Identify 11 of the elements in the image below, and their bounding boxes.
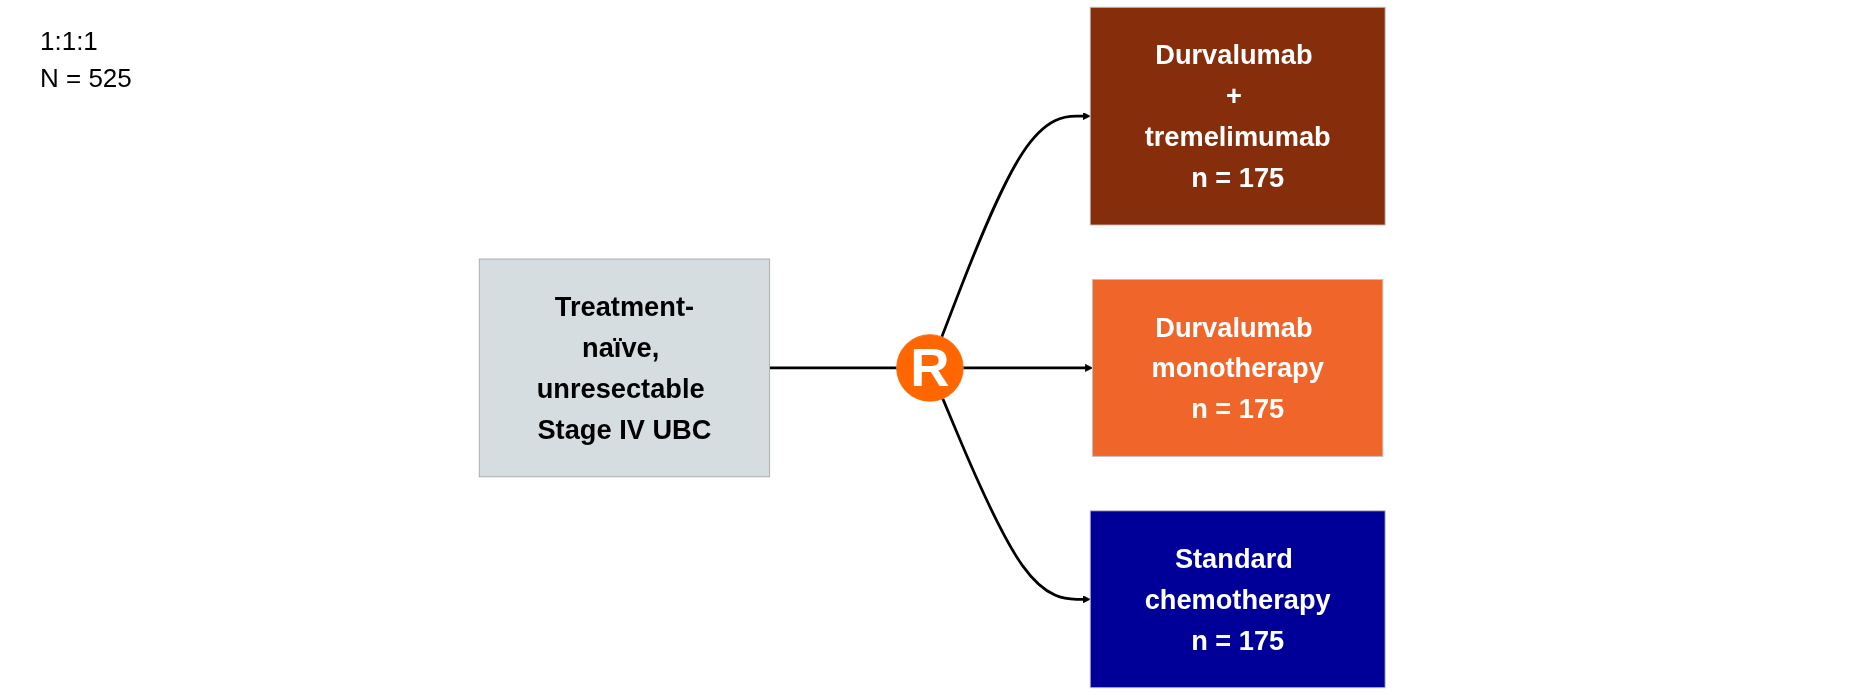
node-box: Treatment-naïve, unresectable Stage IV UBC bbox=[479, 258, 771, 478]
node-circle: R bbox=[896, 334, 964, 402]
arrow bbox=[963, 363, 1094, 372]
arrow bbox=[941, 398, 1091, 604]
node-note: 1:1:1 bbox=[40, 26, 99, 57]
node-box: Durvalumab + tremelimumab n = 175 bbox=[1090, 6, 1386, 226]
node-box: Durvalumab monotherapy n = 175 bbox=[1092, 279, 1384, 457]
connector bbox=[769, 366, 897, 370]
node-box: Standard chemotherapy n = 175 bbox=[1090, 510, 1386, 689]
arrow bbox=[940, 112, 1091, 338]
node-note: N = 525 bbox=[40, 63, 132, 94]
